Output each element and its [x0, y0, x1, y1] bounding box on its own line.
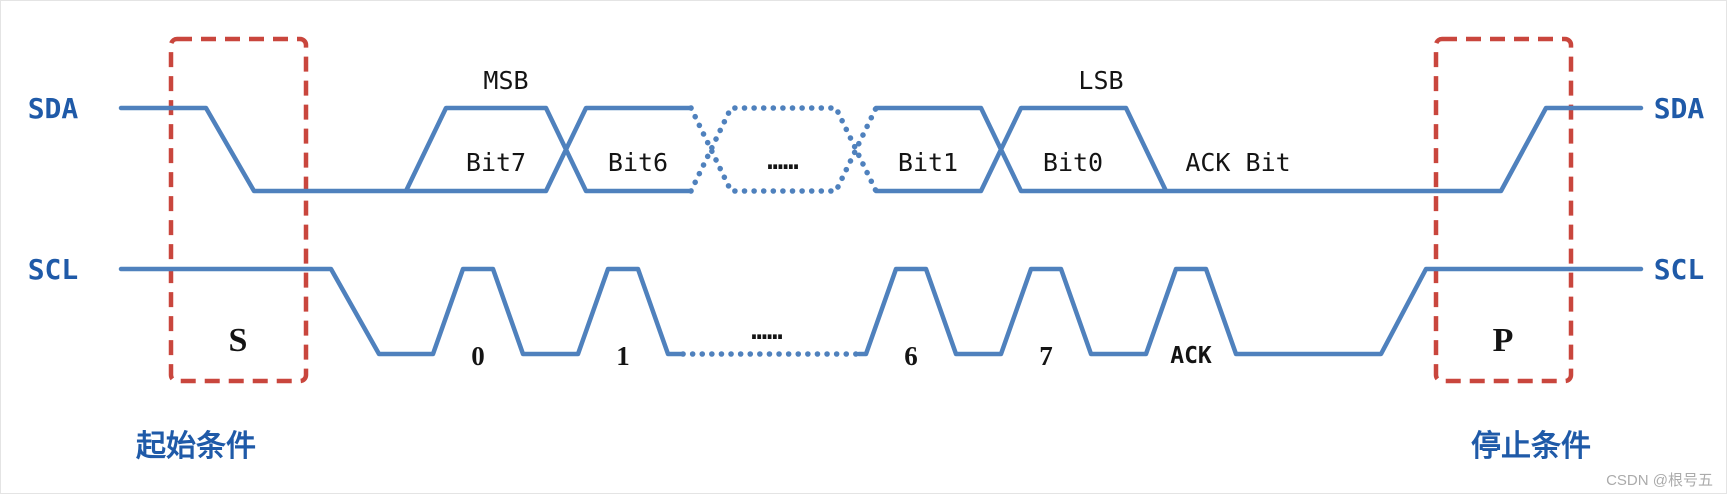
clock-7-label: 7	[1039, 341, 1053, 371]
ack-bit-label: ACK Bit	[1185, 148, 1290, 177]
start-condition-box	[168, 36, 309, 384]
start-condition-caption: 起始条件	[136, 430, 256, 463]
bit1-label: Bit1	[898, 148, 958, 177]
stop-condition-box	[1433, 36, 1574, 384]
stop-symbol: P	[1493, 322, 1514, 359]
scl-label-left: SCL	[28, 253, 79, 286]
start-symbol: S	[229, 322, 248, 359]
sda-waveform-dotted	[688, 105, 879, 194]
stop-condition-caption: 停止条件	[1471, 430, 1591, 463]
watermark-text: CSDN @根号五	[1606, 472, 1713, 489]
scl-waveform	[118, 266, 1644, 357]
bit7-label: Bit7	[466, 148, 526, 177]
sda-waveform	[118, 105, 1644, 194]
scl-ellipsis-label: ……	[751, 316, 782, 346]
sda-ellipsis-label: ……	[767, 146, 798, 176]
sda-label-right: SDA	[1654, 92, 1705, 125]
clock-1-label: 1	[616, 341, 630, 371]
scl-label-right: SCL	[1654, 253, 1705, 286]
clock-6-label: 6	[904, 341, 918, 371]
sda-label-left: SDA	[28, 92, 79, 125]
msb-annotation: MSB	[483, 66, 528, 95]
clock-ack-label: ACK	[1170, 343, 1212, 369]
clock-0-label: 0	[471, 341, 485, 371]
bit0-label: Bit0	[1043, 148, 1103, 177]
bit6-label: Bit6	[608, 148, 668, 177]
lsb-annotation: LSB	[1078, 66, 1123, 95]
